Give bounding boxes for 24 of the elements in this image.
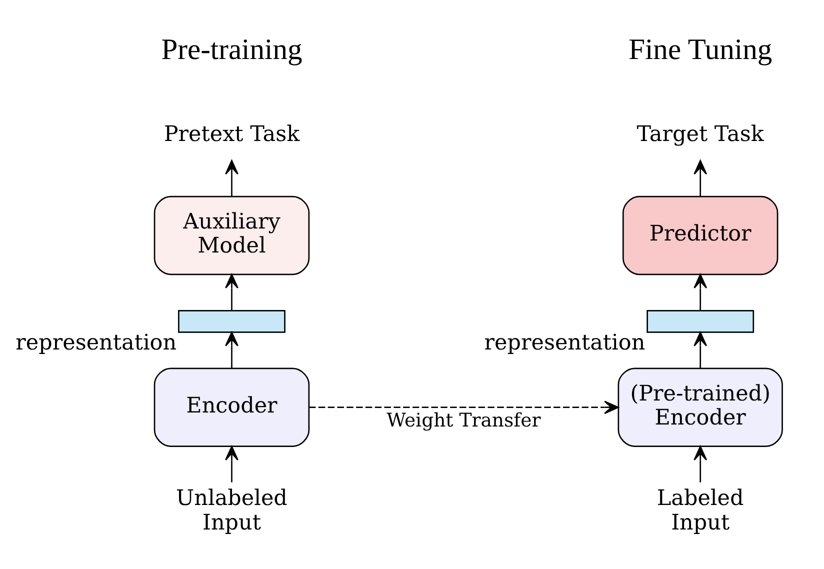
arrow	[225, 160, 238, 196]
arrow	[225, 446, 238, 482]
node-bar	[178, 310, 286, 333]
node-label: representation	[16, 330, 177, 356]
node-text: Unlabeled Input	[176, 486, 288, 536]
node-box: Predictor	[622, 196, 778, 276]
node-text: Target Task	[636, 122, 764, 148]
node-text: Pretext Task	[164, 122, 300, 148]
label: Pre-training	[161, 34, 302, 66]
arrow	[225, 332, 238, 368]
node-box: Auxiliary Model	[154, 196, 310, 276]
node-label: representation	[484, 330, 646, 356]
node-box: (Pre-trained) Encoder	[618, 368, 783, 447]
edge-label: Weight Transfer	[386, 410, 541, 432]
node-text: Labeled Input	[656, 486, 744, 536]
node-bar	[646, 310, 754, 333]
label: Fine Tuning	[628, 34, 772, 66]
arrow	[694, 160, 708, 196]
arrow	[694, 332, 708, 368]
arrow	[694, 446, 708, 482]
arrow	[309, 400, 619, 414]
arrow	[694, 274, 708, 311]
node-box: Encoder	[154, 368, 310, 447]
arrow	[225, 274, 238, 311]
